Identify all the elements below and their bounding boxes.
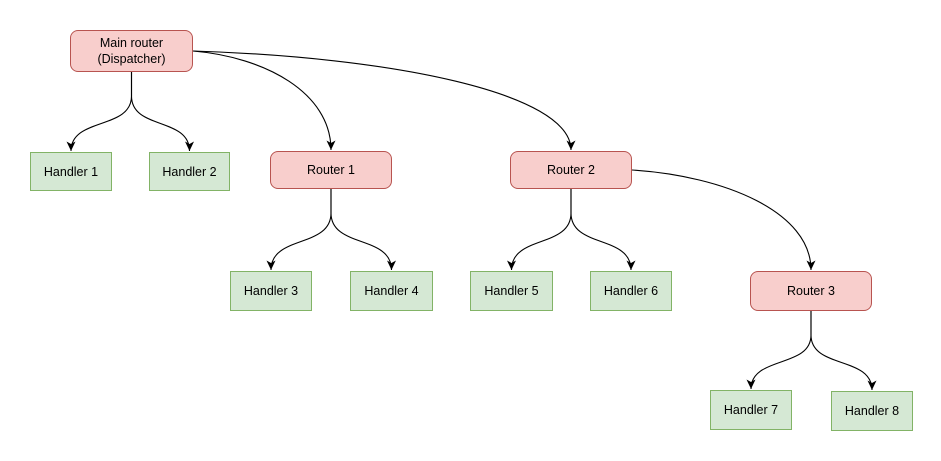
node-label: Handler 8 [844, 404, 900, 418]
node-router-2: Router 2 [510, 151, 632, 189]
node-handler-4: Handler 4 [350, 271, 433, 311]
edge-router-2-to-router-3 [631, 169, 816, 271]
edge-router-2-to-handler-5 [507, 189, 572, 271]
node-label: Router 1 [307, 163, 355, 177]
node-label: Handler 1 [43, 164, 99, 179]
edge-router-3-to-handler-7 [746, 311, 812, 390]
edge-main-router-to-router-2 [192, 50, 576, 151]
node-label: Router 2 [547, 163, 595, 177]
node-label: Handler 7 [723, 403, 779, 417]
edge-main-router-to-handler-1 [66, 72, 133, 152]
node-router-1: Router 1 [270, 151, 392, 189]
node-handler-5: Handler 5 [470, 271, 553, 311]
node-label: Main router (Dispatcher) [97, 36, 166, 66]
node-label: Handler 2 [162, 164, 217, 179]
edge-router-1-to-handler-4 [330, 189, 396, 271]
node-label: Handler 3 [243, 284, 299, 298]
edge-router-3-to-handler-8 [810, 311, 877, 391]
node-handler-8: Handler 8 [831, 391, 913, 431]
edge-router-2-to-handler-6 [570, 189, 636, 271]
node-label: Handler 6 [603, 284, 659, 298]
node-router-3: Router 3 [750, 271, 872, 311]
edge-router-1-to-handler-3 [266, 189, 332, 271]
edge-main-router-to-handler-2 [130, 72, 194, 152]
node-handler-3: Handler 3 [230, 271, 312, 311]
node-handler-1: Handler 1 [30, 152, 112, 191]
node-label: Handler 4 [364, 284, 419, 298]
node-main-router: Main router (Dispatcher) [70, 30, 193, 72]
node-handler-6: Handler 6 [590, 271, 672, 311]
node-handler-2: Handler 2 [149, 152, 230, 191]
node-handler-7: Handler 7 [710, 390, 792, 430]
node-label: Handler 5 [484, 284, 539, 298]
node-label: Router 3 [787, 284, 835, 298]
edge-main-router-to-router-1 [192, 50, 336, 151]
